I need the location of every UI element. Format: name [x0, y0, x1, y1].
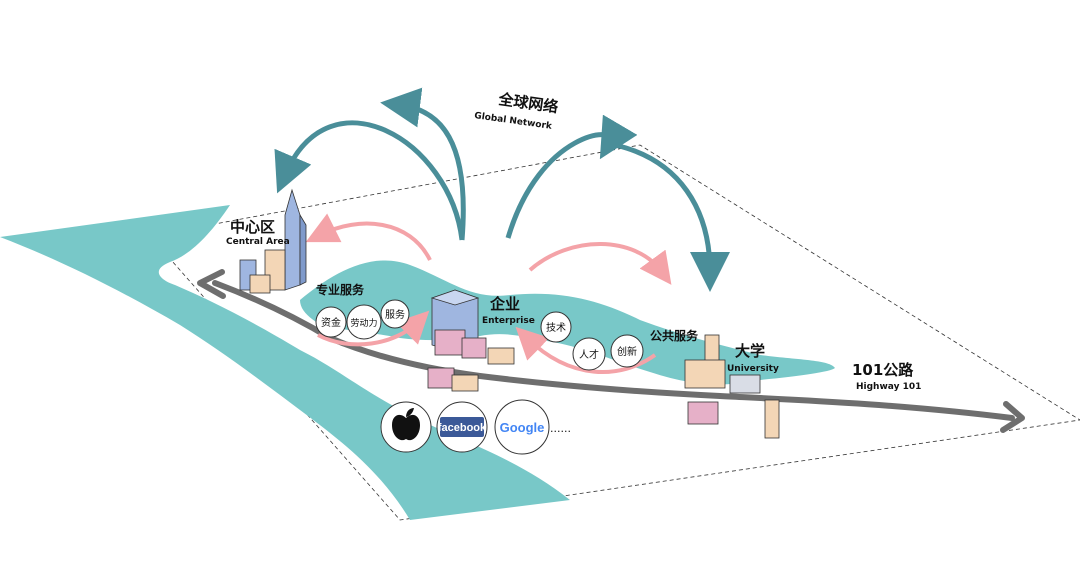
flow-arc-to-university — [528, 242, 672, 285]
enterprise-building — [427, 289, 515, 392]
global-arc-right — [505, 114, 638, 239]
enterprise-en: Enterprise — [482, 316, 535, 326]
university-buildings — [684, 334, 780, 439]
bubble-labor: 劳动力 — [346, 304, 382, 340]
svg-text:创新: 创新 — [617, 345, 637, 358]
svg-text:劳动力: 劳动力 — [350, 317, 377, 329]
flow-arc-public-to-enterprise — [515, 326, 657, 374]
bubble-innovation: 创新 — [610, 334, 644, 368]
svg-text:Google: Google — [500, 420, 545, 435]
bubble-funds: 资金 — [315, 306, 347, 338]
svg-text:人才: 人才 — [579, 348, 599, 361]
global-arc-left — [274, 120, 465, 241]
highway-arrow-right — [1000, 401, 1025, 433]
facebook-logo: facebook — [436, 401, 488, 453]
enterprise-zh: 企业 — [489, 295, 520, 313]
central-area-zh: 中心区 — [230, 218, 275, 236]
apple-logo-icon — [380, 401, 432, 453]
bubble-technology: 技术 — [540, 311, 572, 343]
google-logo: Google — [494, 399, 550, 455]
companies-ellipsis: ...... — [550, 422, 571, 435]
flow-arc-services-to-enterprise — [317, 310, 430, 347]
professional-services-label: 专业服务 — [316, 282, 365, 297]
svg-text:资金: 资金 — [321, 316, 341, 329]
university-zh: 大学 — [735, 342, 765, 360]
global-arc-top — [380, 87, 466, 241]
global-arc-far-right — [614, 142, 730, 292]
svg-text:技术: 技术 — [546, 321, 566, 334]
highway-101-road — [212, 280, 1015, 421]
central-area-buildings — [239, 188, 307, 294]
bubble-talent: 人才 — [572, 337, 606, 371]
flow-arc-to-central — [305, 213, 432, 261]
highway-arrow-left — [197, 269, 226, 299]
global-network-zh: 全球网络 — [496, 90, 559, 116]
public-services-label: 公共服务 — [650, 328, 699, 343]
highway-label-zh: 101公路 — [852, 361, 914, 379]
svg-text:facebook: facebook — [438, 422, 487, 434]
bubble-services: 服务 — [380, 299, 410, 329]
university-en: University — [727, 364, 779, 374]
central-area-en: Central Area — [226, 237, 290, 247]
highway-label-en: Highway 101 — [856, 382, 921, 392]
svg-text:服务: 服务 — [385, 308, 405, 321]
bay-water-left — [0, 205, 570, 520]
global-network-en: Global Network — [474, 111, 554, 132]
